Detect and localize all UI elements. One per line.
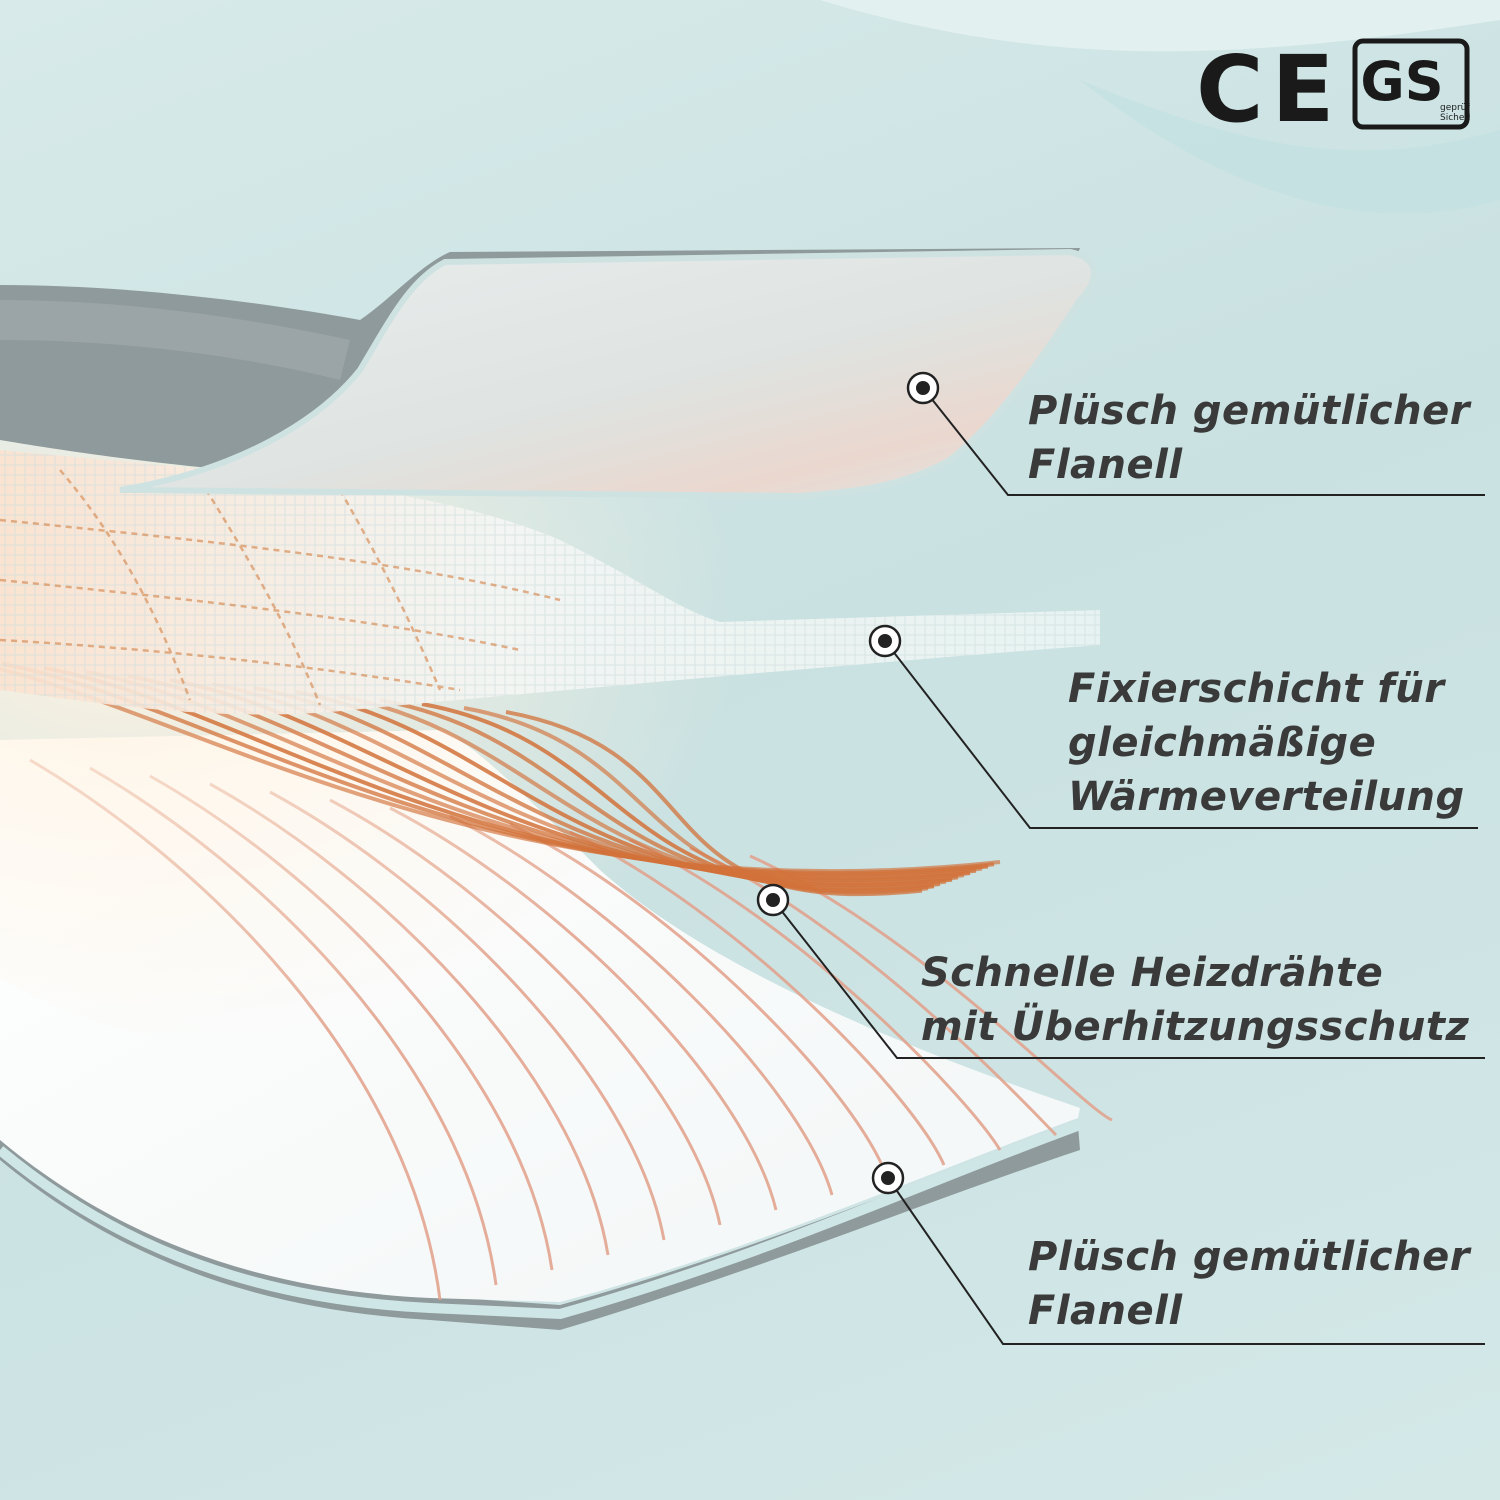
layer-label-fixing-layer: Fixierschicht für gleichmäßige Wärmevert… (1068, 662, 1465, 824)
label-line: Flanell (1028, 1288, 1183, 1334)
label-line: Fixierschicht für (1068, 666, 1445, 712)
gs-seal: GS geprüfte Sicherheit (1352, 38, 1470, 130)
heating-wire (505, 710, 923, 897)
svg-text:Sicherheit: Sicherheit (1440, 113, 1470, 123)
svg-text:GS: GS (1360, 50, 1443, 113)
svg-text:geprüfte: geprüfte (1440, 103, 1470, 113)
label-line: Flanell (1028, 442, 1183, 488)
label-line: Plüsch gemütlicher (1028, 388, 1470, 434)
label-line: Wärmeverteilung (1068, 774, 1465, 820)
label-line: gleichmäßige (1068, 720, 1377, 766)
layer-label-bottom-flannel: Plüsch gemütlicher Flanell (1028, 1230, 1470, 1338)
layer-label-top-flannel: Plüsch gemütlicher Flanell (1028, 384, 1470, 492)
label-line: Schnelle Heizdrähte (921, 950, 1384, 996)
callout-marker-3 (756, 883, 790, 917)
ce-mark: CE (1196, 36, 1343, 143)
label-line: Plüsch gemütlicher (1028, 1234, 1470, 1280)
label-line: mit Überhitzungsschutz (921, 1004, 1470, 1050)
callout-marker-1 (906, 371, 940, 405)
layer-label-heating-wires: Schnelle Heizdrähte mit Überhitzungsschu… (921, 946, 1469, 1054)
callout-marker-4 (871, 1161, 905, 1195)
callout-marker-2 (868, 624, 902, 658)
